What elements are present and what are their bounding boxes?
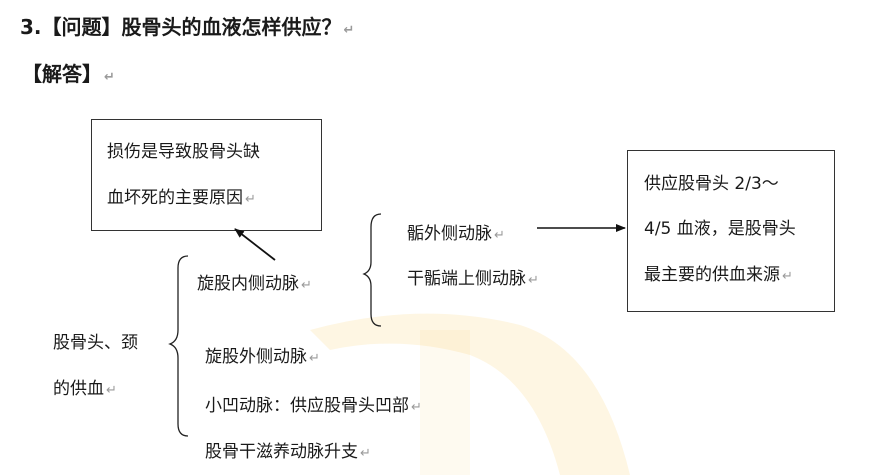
note-box-supply-line3: 最主要的供血来源↵	[644, 265, 793, 285]
sub-branch-superior-metaphyseal: 干骺端上侧动脉↵	[407, 269, 539, 289]
root-label-line1: 股骨头、颈	[53, 333, 138, 353]
note-box-supply	[627, 150, 835, 312]
note-box-supply-line2: 4/5 血液，是股骨头	[644, 219, 796, 239]
question-title: 3.【问题】股骨头的血液怎样供应？↵	[20, 15, 355, 39]
branch-nutrient-artery: 股骨干滋养动脉升支↵	[205, 442, 371, 462]
answer-label: 【解答】↵	[22, 62, 115, 86]
arrow-to-cause-box	[234, 228, 276, 261]
note-box-cause-line1: 损伤是导致股骨头缺	[107, 142, 260, 162]
main-brace	[168, 255, 189, 437]
sub-branch-lateral-epiphyseal: 骺外侧动脉↵	[407, 224, 505, 244]
branch-foveal-artery: 小凹动脉：供应股骨头凹部↵	[205, 396, 422, 416]
sub-brace	[362, 213, 382, 327]
branch-lateral-circumflex: 旋股外侧动脉↵	[205, 347, 320, 367]
note-box-cause-line2: 血坏死的主要原因↵	[107, 188, 256, 208]
root-label-line2: 的供血↵	[53, 379, 117, 399]
branch-medial-circumflex: 旋股内侧动脉↵	[197, 274, 312, 294]
note-box-cause	[91, 119, 322, 231]
note-box-supply-line1: 供应股骨头 2/3～	[644, 174, 779, 194]
